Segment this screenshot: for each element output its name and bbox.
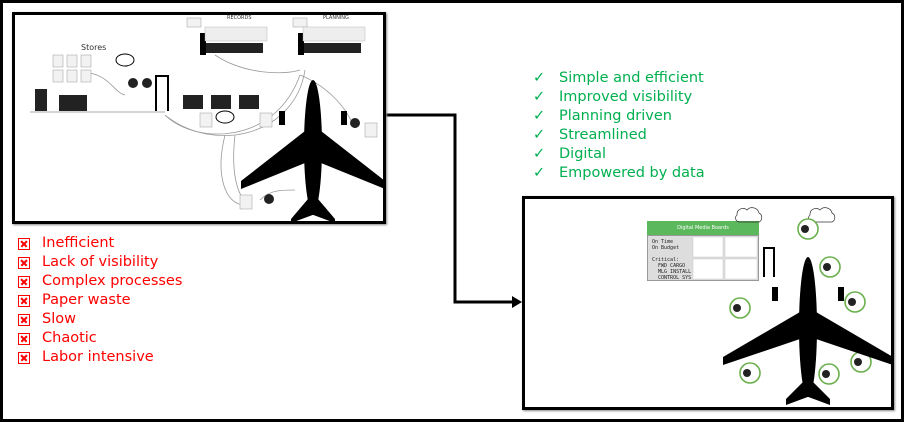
current-state-illustration: Stores RECORDS PLANNING	[12, 12, 386, 224]
records-label: RECORDS	[227, 15, 252, 21]
problem-item: Paper waste	[18, 291, 182, 310]
x-box-icon	[18, 313, 30, 326]
problem-item: Slow	[18, 310, 182, 329]
problem-item: Complex processes	[18, 272, 182, 291]
check-icon: ✓	[533, 89, 546, 105]
planning-label: PLANNING	[323, 15, 349, 21]
x-box-icon	[18, 294, 30, 307]
problem-item: Labor intensive	[18, 348, 182, 367]
check-icon: ✓	[533, 70, 546, 86]
x-box-icon	[18, 275, 30, 288]
x-box-icon	[18, 351, 30, 364]
benefit-item: ✓Planning driven	[533, 108, 672, 124]
problems-list: Inefficient Lack of visibility Complex p…	[18, 234, 182, 367]
check-icon: ✓	[533, 127, 546, 143]
check-icon: ✓	[533, 165, 546, 181]
x-box-icon	[18, 237, 30, 250]
check-icon: ✓	[533, 108, 546, 124]
digital-board-title: Digital Media Boards	[647, 221, 759, 235]
benefit-item: ✓Simple and efficient	[533, 70, 704, 86]
problem-item: Chaotic	[18, 329, 182, 348]
x-box-icon	[18, 332, 30, 345]
board-status-text: On Time On Budget Critical: FWD CARGO ML…	[652, 239, 692, 281]
problem-item: Inefficient	[18, 234, 182, 253]
benefit-item: ✓Digital	[533, 146, 607, 162]
benefit-item: ✓Streamlined	[533, 127, 647, 143]
benefit-item: ✓Empowered by data	[533, 165, 705, 181]
future-state-illustration: Digital Media Boards On Time On Budget C…	[522, 196, 894, 410]
benefits-list: ✓Simple and efficient ✓Improved visibili…	[533, 69, 705, 183]
x-box-icon	[18, 256, 30, 269]
check-icon: ✓	[533, 146, 546, 162]
stores-label: Stores	[81, 43, 107, 52]
problem-item: Lack of visibility	[18, 253, 182, 272]
benefit-item: ✓Improved visibility	[533, 89, 693, 105]
